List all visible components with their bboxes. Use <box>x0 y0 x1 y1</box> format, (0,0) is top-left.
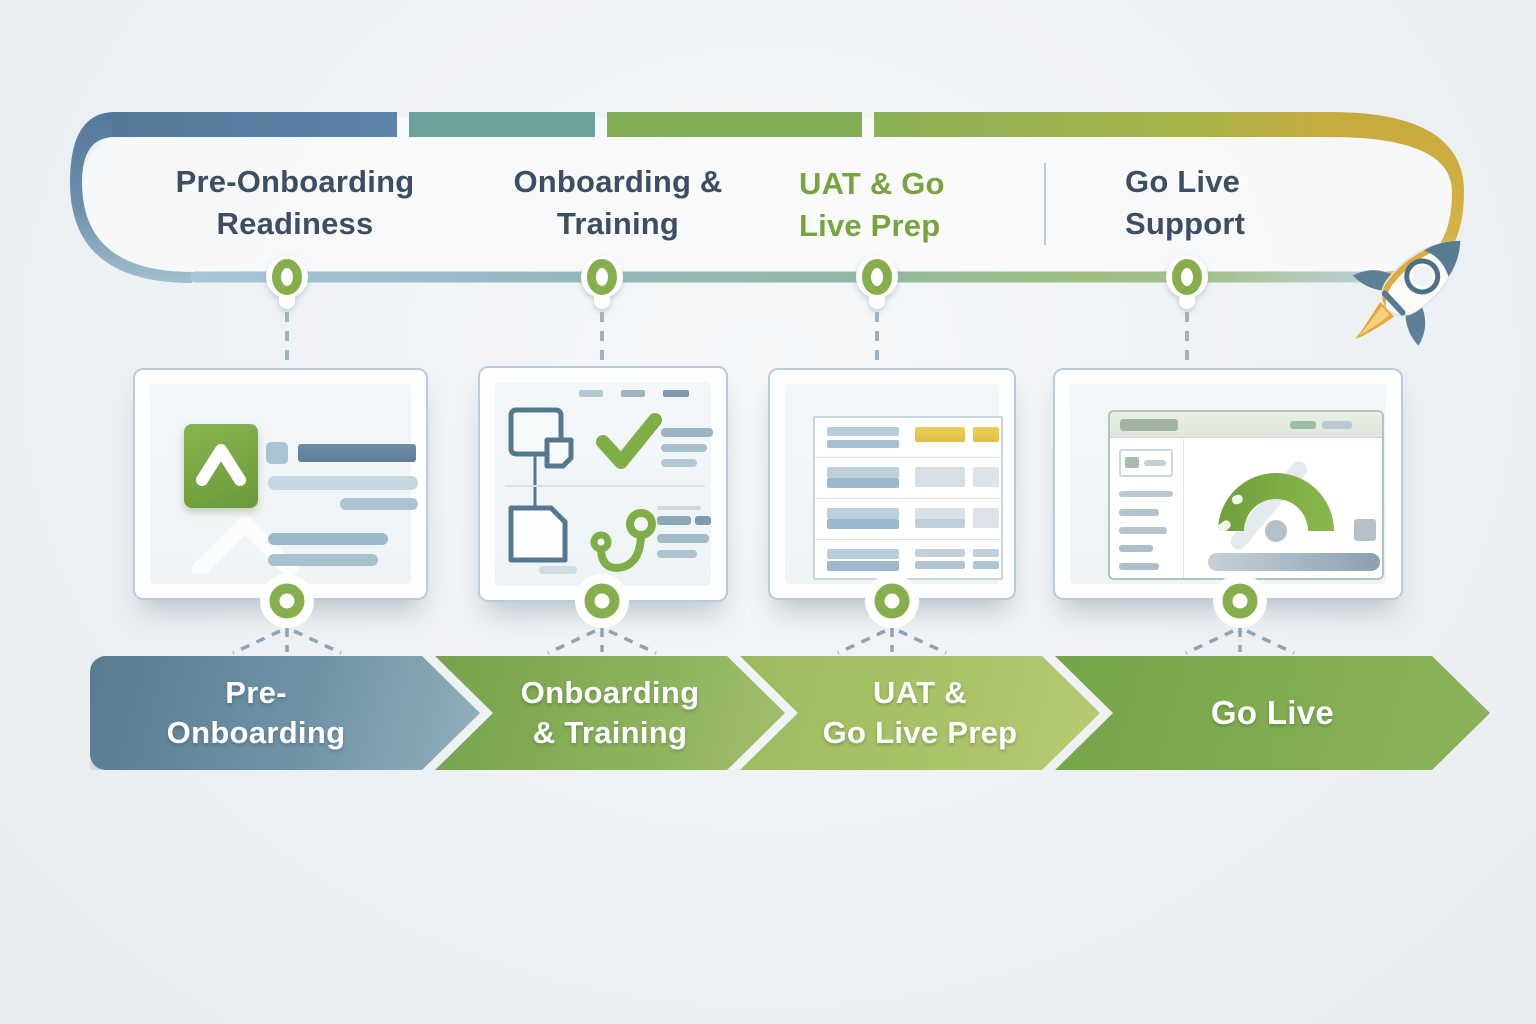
text-placeholder-bar <box>268 554 378 566</box>
card-pre-onboarding <box>133 368 428 600</box>
test-checklist-table <box>813 416 1003 580</box>
stage-label-line2: Onboarding <box>166 715 346 750</box>
card-panel <box>1070 384 1386 584</box>
node-card-connector <box>285 312 1189 360</box>
table-row <box>815 418 1001 458</box>
table-row <box>815 541 1001 581</box>
stage-label-line1: Go Live <box>1210 693 1335 731</box>
card-uat-go-live-prep <box>768 368 1016 600</box>
phase-label-line2: Live Prep <box>799 207 941 243</box>
phase-label-uat-go-live-prep: UAT & Go Live Prep <box>799 163 1019 246</box>
phase-label-line2: Training <box>556 205 680 241</box>
stage-arrow-pre-onboarding: Pre- Onboarding <box>90 656 480 770</box>
stage-label-line2: & Training <box>532 715 688 750</box>
status-cell-gold <box>973 427 999 442</box>
table-row <box>815 459 1001 499</box>
phase-label-line2: Support <box>1125 205 1246 241</box>
card-panel <box>495 382 713 586</box>
phase-label-onboarding-training: Onboarding & Training <box>465 161 771 244</box>
table-row <box>815 500 1001 540</box>
checkmark-icon <box>596 413 662 469</box>
stage-label-line1: UAT & <box>873 675 967 711</box>
phase-label-line1: Onboarding & <box>513 164 723 199</box>
stage-label-line2: Go Live Prep <box>822 715 1018 750</box>
chevron-logo-icon <box>184 424 258 508</box>
phase-divider <box>1044 163 1046 245</box>
text-placeholder-bar <box>268 476 418 490</box>
phase-label-go-live-support: Go Live Support <box>1125 161 1365 244</box>
card-onboarding-training <box>478 366 728 602</box>
text-placeholder-bar <box>340 498 418 510</box>
dashboard-sidebar <box>1110 439 1184 578</box>
gauge-icon <box>1208 461 1380 571</box>
stage-arrow-go-live: Go Live <box>1055 656 1490 770</box>
rocket-icon <box>1352 240 1461 346</box>
stage-label-line1: Pre- <box>225 675 287 711</box>
folder-icon <box>508 505 568 563</box>
title-placeholder-bar <box>298 444 416 462</box>
phase-label-line2: Readiness <box>216 205 374 241</box>
phase-label-pre-onboarding-readiness: Pre-Onboarding Readiness <box>119 161 471 244</box>
stage-arrow-onboarding-training: Onboarding & Training <box>435 656 785 770</box>
timeline-capsule-interior <box>78 118 1456 278</box>
text-placeholder-bar <box>268 533 388 545</box>
folder-icon <box>508 407 574 469</box>
card-panel <box>785 384 1003 584</box>
status-cell-gold <box>915 427 965 442</box>
stage-label-line1: Onboarding <box>520 675 700 711</box>
phase-label-line1: Pre-Onboarding <box>175 164 415 199</box>
card-panel <box>150 384 418 584</box>
avatar-placeholder <box>266 442 288 464</box>
phase-label-line1: Go Live <box>1125 164 1241 199</box>
phase-label-line1: UAT & Go <box>799 166 945 201</box>
stage-arrow-uat-go-live-prep: UAT & Go Live Prep <box>740 656 1100 770</box>
training-illustration <box>505 390 713 574</box>
route-branch-icon <box>590 509 656 572</box>
fork-connector <box>232 628 1295 655</box>
card-go-live-support <box>1053 368 1403 600</box>
dashboard-header <box>1110 412 1382 438</box>
dashboard-window <box>1108 410 1384 580</box>
